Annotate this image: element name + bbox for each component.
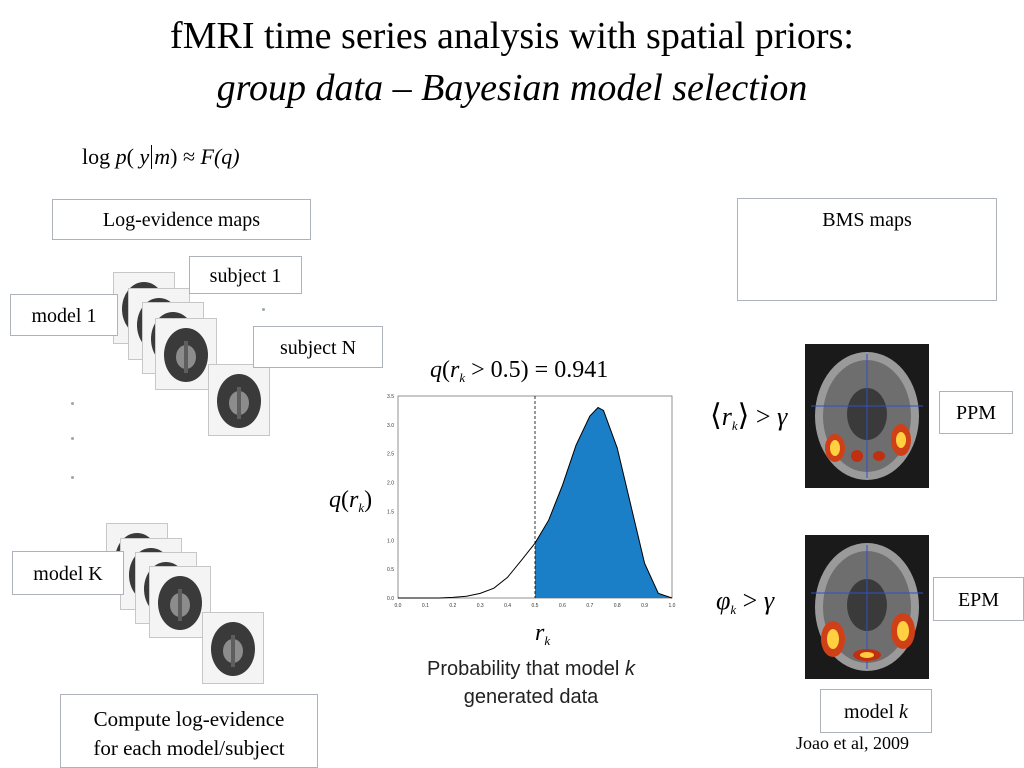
model-k-prefix: model (844, 701, 900, 723)
epm-brain-image (805, 535, 929, 679)
density-curve (398, 406, 673, 599)
brain-thumbnail (149, 566, 211, 638)
model-k-label: model K (12, 551, 124, 595)
model-k-italic: k (899, 701, 908, 723)
xa-r: r (535, 620, 545, 646)
bms-maps-label: BMS maps (737, 198, 997, 301)
y-tick-label: 0.0 (387, 596, 394, 602)
y-tick-label: 1.0 (387, 538, 394, 544)
slide-title: fMRI time series analysis with spatial p… (170, 15, 854, 57)
ppm-gamma: γ (777, 402, 788, 431)
eq-F: F (200, 144, 214, 169)
x-tick-label: 0.5 (532, 603, 539, 609)
xa-k: k (544, 633, 551, 648)
epm-gt: > (742, 586, 758, 615)
angle-right: ⟩ (737, 399, 750, 432)
f-gt: > (471, 357, 485, 383)
x-tick-label: 0.6 (559, 603, 566, 609)
ellipsis-dot (71, 476, 74, 479)
brain-thumbnail (202, 612, 264, 684)
x-tick-label: 0.2 (449, 603, 456, 609)
angle-left: ⟨ (710, 399, 722, 432)
log-evidence-maps-label: Log-evidence maps (52, 199, 311, 240)
ppm-gt: > (755, 402, 771, 431)
f-r: r (450, 357, 460, 383)
x-tick-label: 0.3 (477, 603, 484, 609)
y-axis-label: q(rk) (329, 487, 373, 515)
eq-lparen: ( (126, 144, 134, 169)
epm-phi: φ (716, 586, 731, 615)
y-tick-label: 1.5 (387, 509, 394, 515)
x-tick-label: 0.7 (586, 603, 593, 609)
slide-subtitle: group data – Bayesian model selection (216, 67, 808, 109)
ya-q: q (329, 487, 341, 513)
ya-k: k (358, 500, 365, 515)
f-q: q (430, 357, 442, 383)
f-val: 0.5 (490, 357, 521, 383)
y-tick-label: 2.0 (387, 481, 394, 487)
caption-k: k (624, 658, 635, 680)
epm-label: EPM (933, 577, 1024, 621)
x-tick-label: 0.8 (614, 603, 621, 609)
brain-thumbnail (155, 318, 217, 390)
f-k: k (459, 370, 466, 385)
epm-condition: φk > γ (716, 586, 775, 617)
caption-prefix: Probability that model (427, 658, 625, 680)
chart-caption: Probability that model k generated data (378, 655, 684, 711)
epm-k: k (730, 602, 737, 617)
eq-q: (q) (213, 144, 240, 169)
ppm-r: r (721, 402, 732, 431)
subject-1-label: subject 1 (189, 256, 302, 294)
caption-line-2: generated data (463, 686, 599, 708)
ellipsis-dot (71, 437, 74, 440)
model-k-selected-label: model k (820, 689, 932, 733)
model-1-label: model 1 (10, 294, 118, 336)
brain-thumbnail (208, 364, 270, 436)
eq-rparen: ) (170, 144, 178, 169)
eq-approx: ≈ (182, 144, 196, 169)
x-tick-label: 1.0 (669, 603, 676, 609)
eq-bar (151, 145, 153, 169)
eq-y: y (139, 144, 150, 169)
ya-r: r (349, 487, 359, 513)
ellipsis-dot (262, 308, 265, 311)
eq-log: log (82, 144, 111, 169)
x-tick-label: 0.0 (395, 603, 402, 609)
exceedance-probability: q(rk > 0.5) = 0.941 (430, 357, 609, 385)
compute-line-1: Compute log-evidence (93, 707, 285, 731)
x-axis-label: rk (535, 620, 551, 648)
compute-log-evidence-note: Compute log-evidence for each model/subj… (60, 694, 318, 768)
x-tick-label: 0.1 (422, 603, 429, 609)
compute-line-2: for each model/subject (93, 736, 285, 760)
eq-m: m (154, 144, 171, 169)
posterior-density-chart: 0.0 0.1 0.2 0.3 0.4 0.5 0.6 0.7 0.8 0.9 1.0 0.0 0.5 1… (387, 394, 676, 609)
y-tick-label: 3.0 (387, 423, 394, 429)
ppm-k: k (731, 418, 738, 433)
f-result: 0.941 (554, 357, 609, 383)
y-tick-label: 3.5 (387, 394, 394, 400)
ppm-brain-image (805, 344, 929, 488)
ellipsis-dot (71, 402, 74, 405)
citation: Joao et al, 2009 (796, 733, 909, 753)
ppm-condition: ⟨rk⟩ > γ (710, 398, 787, 433)
ppm-label: PPM (939, 391, 1013, 434)
x-tick-label: 0.9 (641, 603, 648, 609)
y-tick-label: 0.5 (387, 567, 394, 573)
subject-n-label: subject N (253, 326, 383, 368)
f-eq: = (534, 357, 549, 383)
x-tick-label: 0.4 (504, 603, 511, 609)
shaded-area (535, 407, 672, 598)
epm-gamma: γ (763, 586, 775, 615)
caption-line-1: Probability that model k (378, 655, 684, 683)
y-tick-label: 2.5 (387, 452, 394, 458)
eq-p: p (115, 144, 127, 169)
